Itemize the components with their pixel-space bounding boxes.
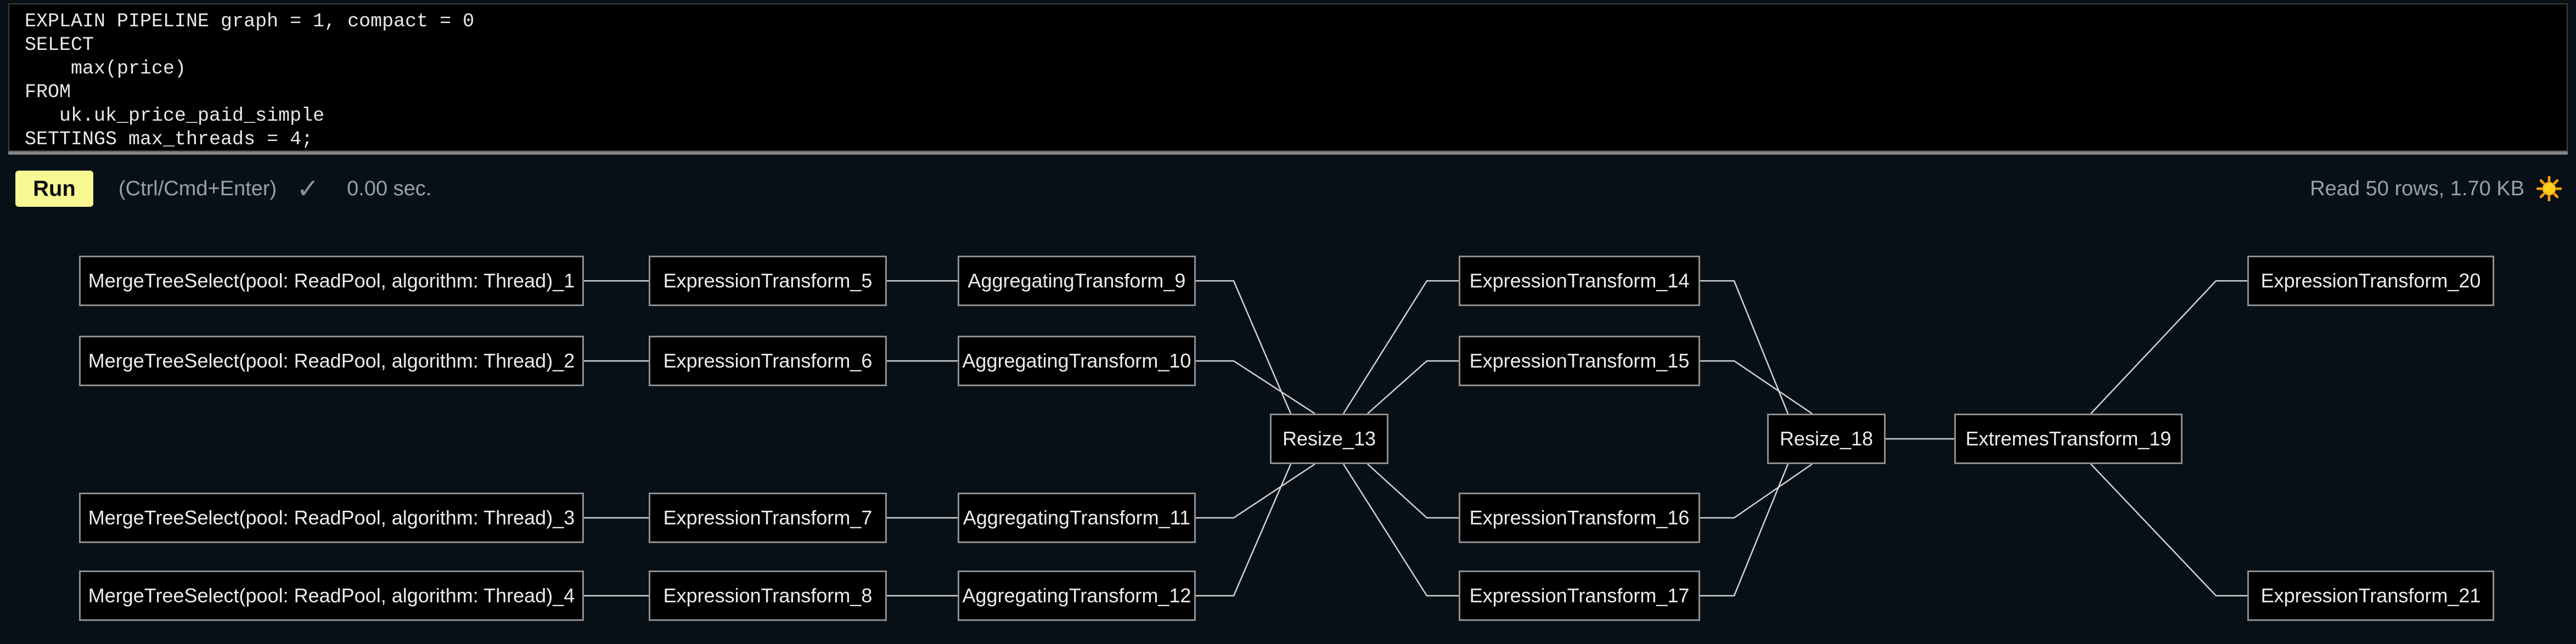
pipeline-edge [1342, 280, 1459, 414]
pipeline-graph: MergeTreeSelect(pool: ReadPool, algorith… [0, 236, 2576, 644]
pipeline-node-ex19: ExtremesTransform_19 [1954, 414, 2183, 464]
pipeline-edge [1700, 464, 1789, 597]
success-check-icon: ✓ [296, 173, 320, 204]
pipeline-edge [1700, 463, 1813, 519]
run-button[interactable]: Run [15, 171, 93, 207]
pipeline-node-mt4: MergeTreeSelect(pool: ReadPool, algorith… [79, 570, 584, 621]
pipeline-edge [1700, 280, 1789, 414]
pipeline-node-at12: AggregatingTransform_12 [958, 570, 1196, 621]
pipeline-node-at10: AggregatingTransform_10 [958, 336, 1196, 386]
elapsed-time: 0.00 sec. [347, 177, 432, 200]
read-stats: Read 50 rows, 1.70 KB [2310, 177, 2524, 200]
pipeline-edge [1342, 464, 1459, 597]
pipeline-node-et21: ExpressionTransform_21 [2247, 570, 2494, 621]
pipeline-node-et17: ExpressionTransform_17 [1459, 570, 1700, 621]
pipeline-node-at9: AggregatingTransform_9 [958, 256, 1196, 306]
pipeline-node-et8: ExpressionTransform_8 [649, 570, 887, 621]
pipeline-node-et16: ExpressionTransform_16 [1459, 493, 1700, 543]
pipeline-node-et7: ExpressionTransform_7 [649, 493, 887, 543]
pipeline-edges [584, 280, 2247, 597]
code-line: EXPLAIN PIPELINE graph = 1, compact = 0 [25, 10, 475, 32]
theme-toggle-sun-icon[interactable] [2536, 176, 2562, 201]
editor-resize-handle[interactable] [8, 151, 2568, 155]
pipeline-node-et20: ExpressionTransform_20 [2247, 256, 2494, 306]
shortcut-hint: (Ctrl/Cmd+Enter) [119, 177, 277, 200]
pipeline-edge [1367, 464, 1459, 519]
pipeline-edge [1196, 464, 1292, 597]
pipeline-node-rz13: Resize_13 [1270, 414, 1388, 464]
pipeline-node-et15: ExpressionTransform_15 [1459, 336, 1700, 386]
pipeline-edge [1367, 360, 1459, 414]
code-line: SELECT [25, 34, 94, 56]
code-line: max(price) [25, 58, 187, 80]
pipeline-node-at11: AggregatingTransform_11 [958, 493, 1196, 543]
pipeline-edge [1196, 280, 1292, 414]
pipeline-node-et6: ExpressionTransform_6 [649, 336, 887, 386]
pipeline-node-rz18: Resize_18 [1767, 414, 1886, 464]
pipeline-node-mt1: MergeTreeSelect(pool: ReadPool, algorith… [79, 256, 584, 306]
pipeline-node-et5: ExpressionTransform_5 [649, 256, 887, 306]
code-line: uk.uk_price_paid_simple [25, 105, 325, 127]
pipeline-edge [2090, 280, 2247, 414]
code-line: FROM [25, 81, 71, 103]
code-line: SETTINGS max_threads = 4; [25, 128, 313, 150]
pipeline-edge [1700, 360, 1813, 415]
pipeline-edge [1196, 360, 1315, 415]
pipeline-edge [1196, 463, 1315, 519]
pipeline-edge [2090, 464, 2247, 597]
toolbar: Run (Ctrl/Cmd+Enter) ✓ 0.00 sec. Read 50… [0, 162, 2576, 215]
pipeline-node-mt2: MergeTreeSelect(pool: ReadPool, algorith… [79, 336, 584, 386]
pipeline-node-et14: ExpressionTransform_14 [1459, 256, 1700, 306]
pipeline-node-mt3: MergeTreeSelect(pool: ReadPool, algorith… [79, 493, 584, 543]
